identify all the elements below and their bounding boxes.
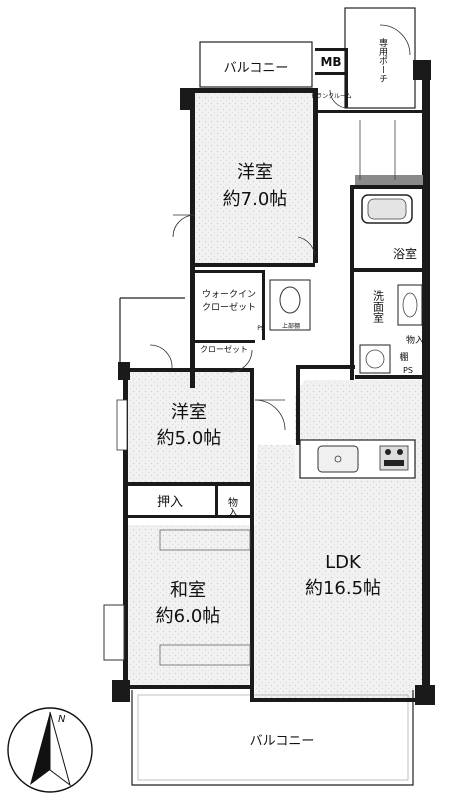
washitsu-name: 和室 [170,580,206,601]
ldk-name: LDK [325,552,362,573]
shelf-label: 棚 [399,351,408,363]
oshiire-label: 押入 [157,495,183,510]
compass-north-label: N [58,714,66,725]
storage-b-label: 物入 [406,334,424,346]
ps-label-b: PS [403,366,413,375]
upper-shelf-label: 上部棚 [282,322,300,330]
ps-label-a: PS [257,325,265,332]
balcony-bottom-label: バルコニー [250,734,315,749]
room-7-name: 洋室 [237,162,273,183]
room-5-name: 洋室 [171,402,207,423]
porch-label: 専用ポーチ [377,37,388,83]
mb-label: MB [320,55,341,69]
trunk-room-label: トランクルーム [310,93,352,100]
room-5-size: 約5.0帖 [157,428,222,449]
washitsu-size: 約6.0帖 [156,606,221,627]
walkin-label-1: ウォークイン [202,289,256,300]
bath-label: 浴室 [393,246,417,261]
compass: N [7,707,93,793]
door-swings [149,24,411,431]
walls [112,48,435,705]
balcony-top-label: バルコニー [224,61,289,76]
storage-a-label: 物入 [226,496,238,517]
walkin-label-2: クローゼット [202,301,256,313]
labels: バルコニー MB トランクルーム 専用ポーチ 洋室 約7.0帖 ウォークイン ク… [156,37,424,749]
ldk-size: 約16.5帖 [305,578,381,599]
closet-label: クローゼット [200,344,248,354]
room-7-size: 約7.0帖 [223,189,288,210]
washroom-label: 洗面室 [372,290,385,323]
balcony-outlines [119,7,416,786]
fixtures [103,120,423,666]
